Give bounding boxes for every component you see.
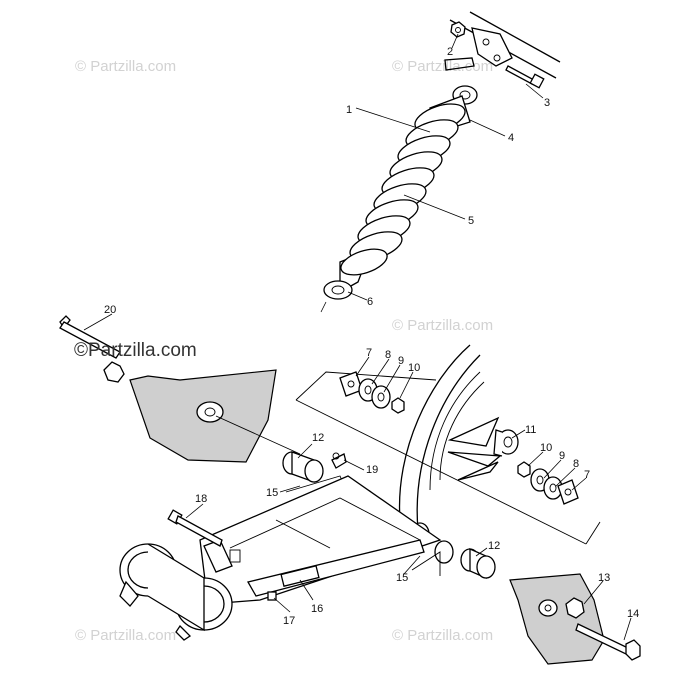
part-2-nut — [450, 21, 466, 38]
part-13-star-washer — [565, 597, 585, 619]
callout-7-upper: 7 — [366, 347, 372, 359]
callout-9-lower: 9 — [559, 450, 565, 462]
leader-lines — [83, 33, 632, 641]
watermark-bottom-right: © Partzilla.com — [392, 627, 493, 644]
right-side-plate — [509, 573, 605, 665]
callout-19: 19 — [366, 464, 378, 476]
part-18-bolt — [167, 509, 223, 547]
callout-5: 5 — [468, 215, 474, 227]
watermark-top-right: © Partzilla.com — [392, 58, 493, 75]
callout-9-upper: 9 — [398, 355, 404, 367]
part-19-grease-fitting — [331, 452, 347, 469]
part-14-bolt — [575, 623, 641, 661]
frame-bracket — [444, 11, 561, 79]
part-20-bolt — [59, 315, 125, 383]
callout-12-lower: 12 — [488, 540, 500, 552]
part-5-spring — [340, 103, 466, 276]
watermark-top-left: © Partzilla.com — [75, 58, 176, 75]
part-16-swing-arm — [119, 475, 442, 641]
watermark-bottom-left: © Partzilla.com — [75, 627, 176, 644]
upper-hardware-group — [295, 371, 601, 545]
callout-3: 3 — [544, 97, 550, 109]
callout-15-lower: 15 — [396, 572, 408, 584]
callout-7-lower: 7 — [584, 469, 590, 481]
callout-8-upper: 8 — [385, 349, 391, 361]
lower-hardware-group — [493, 429, 579, 505]
callout-17: 17 — [283, 615, 295, 627]
callout-13: 13 — [598, 572, 610, 584]
part-12-bushing-lower — [460, 548, 496, 579]
callout-labels: 1 2 3 4 5 6 7 8 9 10 11 10 9 8 7 12 19 1… — [104, 46, 639, 627]
callout-6: 6 — [367, 296, 373, 308]
callout-4: 4 — [508, 132, 514, 144]
left-side-plate — [129, 369, 301, 463]
part-17-fastener — [267, 591, 277, 601]
callout-20: 20 — [104, 304, 116, 316]
watermark-overlay: ©Partzilla.com — [74, 340, 197, 361]
callout-1: 1 — [346, 104, 352, 116]
part-12-bushing-upper — [282, 451, 324, 483]
watermark-middle-right: © Partzilla.com — [392, 317, 493, 334]
watermark-layer: © Partzilla.com © Partzilla.com © Partzi… — [75, 58, 493, 644]
callout-2: 2 — [447, 46, 453, 58]
callout-8-lower: 8 — [573, 458, 579, 470]
part-3-bolt — [505, 65, 545, 89]
callout-10-lower: 10 — [540, 442, 552, 454]
callout-11: 11 — [525, 424, 536, 436]
callout-15-upper: 15 — [266, 487, 278, 499]
callout-10-upper: 10 — [408, 362, 420, 374]
callout-14: 14 — [627, 608, 639, 620]
idler-wheel — [398, 344, 502, 531]
callout-16: 16 — [311, 603, 323, 615]
callout-12-upper: 12 — [312, 432, 324, 444]
callout-18: 18 — [195, 493, 207, 505]
